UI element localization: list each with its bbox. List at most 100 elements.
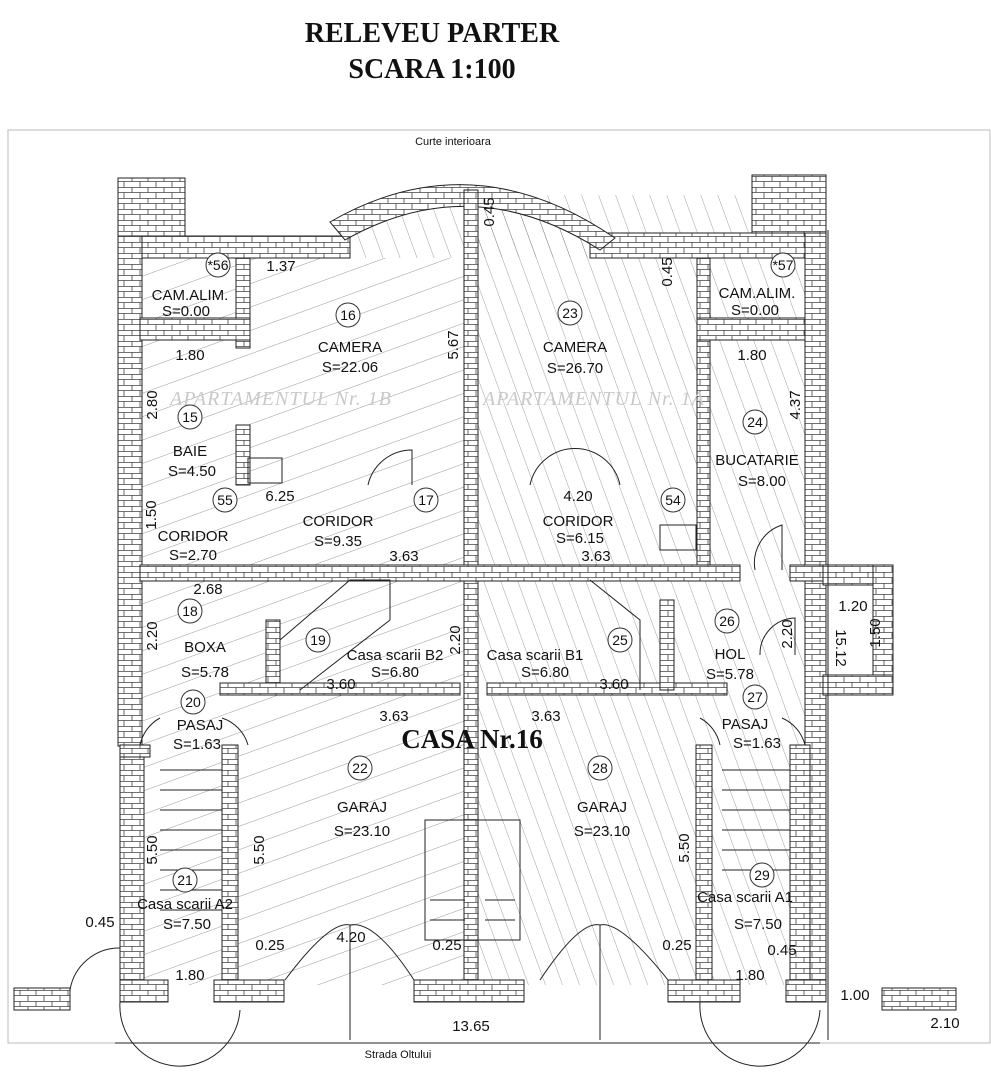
plan-title: RELEVEU PARTER <box>305 18 560 49</box>
room-number: 20 <box>185 694 201 710</box>
room-name: PASAJ <box>722 716 768 733</box>
room-name: BOXA <box>184 639 226 656</box>
room-number: 15 <box>182 409 198 425</box>
room-area: S=0.00 <box>731 302 779 319</box>
dimension-label: 1.50 <box>867 618 884 647</box>
room-number: 18 <box>182 603 198 619</box>
room-area: S=6.80 <box>521 664 569 681</box>
dimension-label: 1.20 <box>838 598 867 615</box>
dimension-label: 2.68 <box>193 581 222 598</box>
room-number-circle <box>413 487 439 513</box>
dimension-label: 1.80 <box>735 967 764 984</box>
room-area: S=9.35 <box>314 533 362 550</box>
room-area: S=5.78 <box>181 664 229 681</box>
bottom-side-label: Strada Oltului <box>365 1049 432 1061</box>
room-name: CORIDOR <box>303 513 374 530</box>
room-number-circle <box>177 598 203 624</box>
room-name: CORIDOR <box>543 513 614 530</box>
walls <box>13 174 957 1011</box>
dimension-label: 6.25 <box>265 488 294 505</box>
room-number: *56 <box>207 257 228 273</box>
room-number-circle <box>607 627 633 653</box>
dimension-label: 2.20 <box>779 619 796 648</box>
room-area: S=6.15 <box>556 530 604 547</box>
dimension-label: 0.45 <box>481 197 498 226</box>
dimension-label: 4.20 <box>563 488 592 505</box>
room-number: 25 <box>612 632 628 648</box>
room-number-circle <box>660 487 686 513</box>
room-number: 55 <box>217 492 233 508</box>
room-number-circle <box>335 302 361 328</box>
room-number-circle <box>177 404 203 430</box>
room-name: CAMERA <box>543 339 607 356</box>
dimension-label: 3.63 <box>389 548 418 565</box>
room-area: S=7.50 <box>163 916 211 933</box>
room-number: 19 <box>310 632 326 648</box>
watermark-apartment-1a: APARTAMENTUL Nr. 1A <box>481 388 705 410</box>
room-area: S=5.78 <box>706 666 754 683</box>
top-side-label: Curte interioara <box>415 136 492 148</box>
dimension-label: 4.37 <box>787 390 804 419</box>
room-number: 54 <box>665 492 681 508</box>
room-name: CAM.ALIM. <box>152 287 229 304</box>
dimension-label: 4.20 <box>336 929 365 946</box>
room-name: Casa scarii B2 <box>347 647 444 664</box>
room-number: 21 <box>177 872 193 888</box>
room-number: 16 <box>340 307 356 323</box>
dimension-label: 1.00 <box>840 987 869 1004</box>
room-number-circle <box>172 867 198 893</box>
dimension-label: 0.25 <box>432 937 461 954</box>
room-number: 24 <box>747 414 763 430</box>
room-number-circle <box>557 300 583 326</box>
room-number: 29 <box>754 867 770 883</box>
room-area: S=1.63 <box>173 736 221 753</box>
room-area: S=7.50 <box>734 916 782 933</box>
dimension-label: 3.63 <box>581 548 610 565</box>
room-name: CORIDOR <box>158 528 229 545</box>
room-number-circle <box>714 608 740 634</box>
dimension-label: 0.25 <box>662 937 691 954</box>
room-name: Casa scarii B1 <box>487 647 584 664</box>
dimension-label: 1.80 <box>175 347 204 364</box>
room-number: 26 <box>719 613 735 629</box>
room-name: GARAJ <box>337 799 387 816</box>
room-number-circle <box>749 862 775 888</box>
dimension-label: 5.50 <box>676 833 693 862</box>
room-area: S=8.00 <box>738 473 786 490</box>
room-number-circle <box>742 409 768 435</box>
dimension-label: 1.80 <box>737 347 766 364</box>
room-name: BUCATARIE <box>715 452 799 469</box>
room-number: *57 <box>772 257 793 273</box>
dimension-label: 3.60 <box>326 676 355 693</box>
room-area: S=23.10 <box>574 823 630 840</box>
dimension-label: 15.12 <box>832 629 849 667</box>
dimension-label: 5.67 <box>445 330 462 359</box>
room-name: CAMERA <box>318 339 382 356</box>
room-name: GARAJ <box>577 799 627 816</box>
room-name: CAM.ALIM. <box>719 285 796 302</box>
doors-and-stairs <box>69 230 829 1067</box>
dimension-label: 1.37 <box>266 258 295 275</box>
dimension-label: 1.80 <box>175 967 204 984</box>
dimension-label: 3.63 <box>379 708 408 725</box>
room-number: 22 <box>352 760 368 776</box>
room-area: S=0.00 <box>162 303 210 320</box>
room-area: S=23.10 <box>334 823 390 840</box>
room-name: Casa scarii A2 <box>137 896 233 913</box>
room-number: 27 <box>747 689 763 705</box>
room-number-circle <box>305 627 331 653</box>
room-area: S=1.63 <box>733 735 781 752</box>
room-number: 23 <box>562 305 578 321</box>
room-area: S=6.80 <box>371 664 419 681</box>
watermark-apartment-1b: APARTAMENTUL Nr. 1B <box>168 388 392 410</box>
room-number: 17 <box>418 492 434 508</box>
dimension-label: 3.60 <box>599 676 628 693</box>
dimension-label: 1.50 <box>143 500 160 529</box>
plan-scale: SCARA 1:100 <box>348 54 515 85</box>
room-name: BAIE <box>173 443 207 460</box>
room-number-circle <box>205 252 231 278</box>
room-area: S=22.06 <box>322 359 378 376</box>
